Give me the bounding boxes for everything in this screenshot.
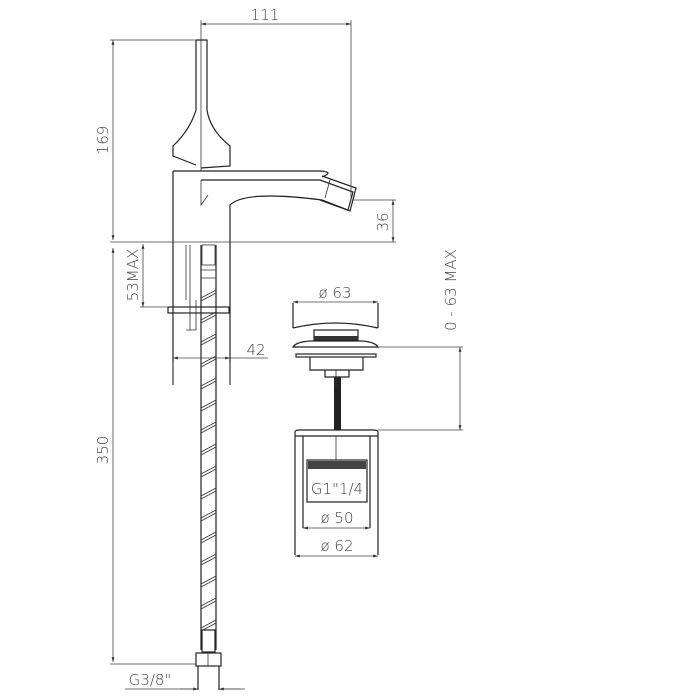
dim-42-label: 42	[246, 341, 265, 359]
hose-braid-stripe	[200, 553, 217, 566]
dim-111-label: 111	[251, 6, 280, 24]
drain-thread-label: G1"1/4	[311, 480, 363, 498]
hose-braid-stripe	[200, 531, 217, 544]
hose-braid-stripe	[200, 509, 217, 522]
dim-350-label: 350	[94, 436, 112, 465]
hose-braid-stripe	[200, 487, 217, 500]
hose-braid-stripe	[200, 443, 217, 456]
dim-53max-label: 53MAX	[124, 249, 142, 302]
hose	[195, 244, 222, 690]
hose-braid-stripe	[200, 399, 217, 412]
drain-outer-diameter-label: ø 62	[320, 537, 353, 555]
dim-36-label: 36	[374, 212, 392, 231]
hose-braid-stripe	[200, 597, 217, 610]
drain-inner-diameter-label: ø 50	[320, 509, 353, 527]
hose-braid-stripe	[200, 311, 217, 324]
hose-braid-stripe	[200, 421, 217, 434]
drain-cap-diameter-label: ø 63	[318, 284, 351, 302]
hose-thread-label: G3/8"	[129, 671, 172, 689]
hose-braid-stripe	[200, 333, 217, 346]
hose-braid-stripe	[200, 619, 217, 632]
hose-braid-stripe	[200, 575, 217, 588]
drain-thickness-label: 0 - 63 MAX	[442, 249, 460, 331]
hose-braid-stripe	[200, 377, 217, 390]
faucet-body	[167, 39, 357, 385]
dimension-lines	[110, 20, 396, 691]
hose-braid-stripe	[200, 289, 217, 302]
hose-braid-stripe	[200, 465, 217, 478]
dim-169-label: 169	[94, 126, 112, 155]
pop-up-drain	[291, 300, 463, 558]
